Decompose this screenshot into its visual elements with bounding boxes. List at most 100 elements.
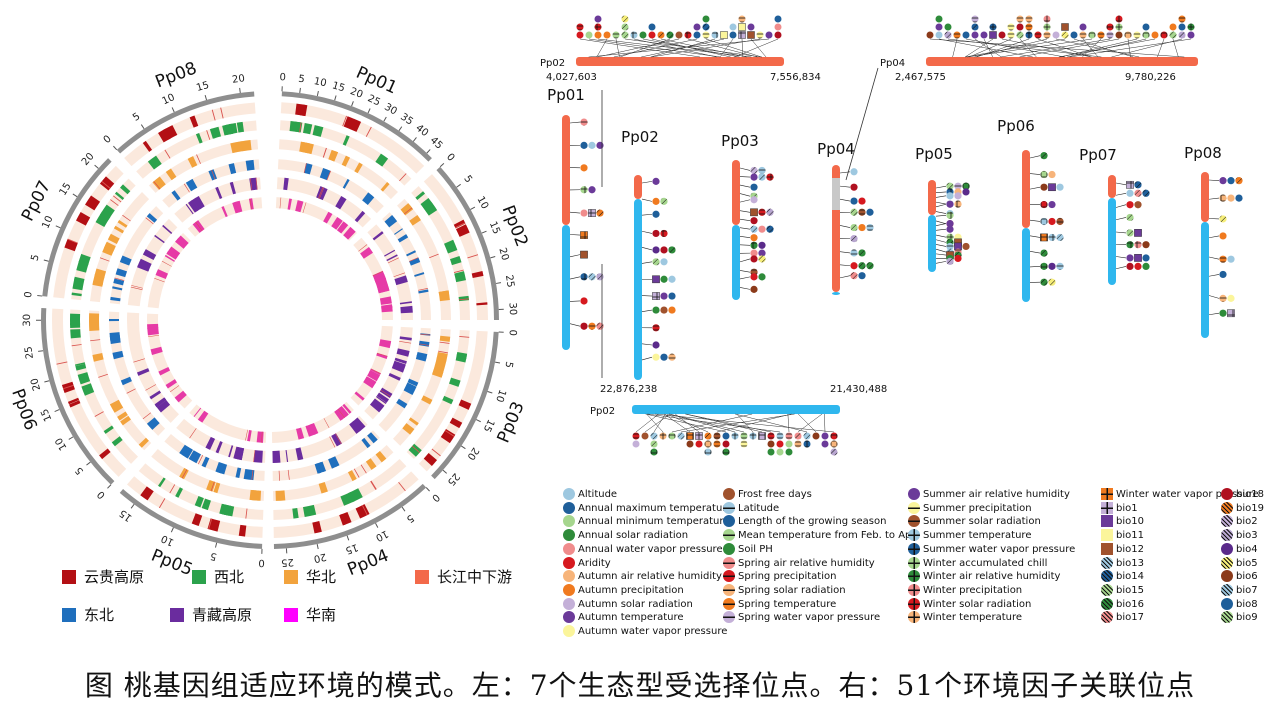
- axis-tick-label: 15: [481, 417, 496, 433]
- selection-block: [109, 399, 124, 413]
- environment-legend-item: Annual water vapor pressure: [563, 542, 723, 556]
- axis-tick: [442, 469, 448, 474]
- legend-label: Annual water vapor pressure: [578, 543, 723, 555]
- selection-block: [158, 367, 171, 376]
- selection-marker: [372, 271, 384, 276]
- selection-block: [140, 486, 154, 501]
- axis-tick-label: 45: [428, 135, 445, 152]
- association-marker-pattern: [850, 208, 858, 216]
- selection-block: [394, 357, 407, 364]
- chromosome-arm-lower: [928, 215, 936, 272]
- association-marker-pattern: [971, 23, 979, 31]
- environment-legend-item: bio6: [1221, 570, 1258, 583]
- association-marker-pattern: [704, 440, 712, 448]
- association-marker-pattern: [695, 432, 703, 440]
- axis-tick: [140, 124, 145, 130]
- legend-marker-icon: [723, 611, 735, 624]
- legend-swatch: [284, 608, 298, 622]
- legend-marker-icon: [908, 501, 920, 514]
- selection-block: [146, 213, 158, 223]
- circos-track-background: [423, 174, 488, 320]
- legend-label: Winter solar radiation: [923, 598, 1032, 610]
- association-marker: [750, 285, 758, 293]
- association-marker-pattern: [1115, 23, 1123, 31]
- axis-tick-label: 20: [496, 247, 510, 262]
- association-marker: [774, 15, 782, 23]
- association-marker-pattern: [1043, 31, 1051, 39]
- environment-legend-item: Autumn solar radiation: [563, 597, 693, 611]
- axis-tick-label: 0: [258, 557, 265, 568]
- selection-marker: [358, 244, 368, 252]
- selection-block: [386, 254, 398, 262]
- axis-tick-label: 0: [102, 134, 114, 146]
- association-marker: [702, 15, 710, 23]
- axis-tick: [316, 543, 319, 550]
- association-marker-pattern: [758, 173, 766, 181]
- selection-block: [228, 445, 234, 458]
- environment-legend-item: bio4: [1221, 542, 1258, 556]
- selection-block: [418, 289, 429, 294]
- association-marker: [944, 23, 952, 31]
- axis-tick-label: 10: [53, 435, 69, 452]
- association-link: [569, 276, 581, 280]
- association-link: [935, 191, 947, 194]
- selection-marker: [56, 361, 68, 365]
- association-link: [1037, 38, 1091, 58]
- association-marker: [738, 23, 746, 31]
- association-link: [735, 413, 808, 433]
- association-marker-pattern: [850, 249, 858, 257]
- selection-block: [119, 255, 132, 266]
- association-link: [935, 234, 947, 238]
- association-marker: [767, 448, 775, 456]
- association-marker: [668, 306, 676, 314]
- association-marker: [580, 322, 588, 330]
- environment-legend-item: Soil PH: [723, 542, 773, 556]
- association-marker-pattern: [954, 182, 962, 190]
- selection-block: [146, 417, 160, 430]
- chromosome-label: Pp02: [621, 128, 659, 146]
- ecotype-legend-item: 长江中下游: [415, 568, 512, 586]
- association-marker-pattern: [1097, 31, 1105, 39]
- association-marker-pattern: [1134, 181, 1142, 189]
- association-marker-pattern: [858, 208, 866, 216]
- association-marker-pattern: [711, 31, 719, 39]
- association-marker-pattern: [650, 440, 658, 448]
- selection-block: [408, 443, 422, 457]
- association-marker: [585, 31, 593, 39]
- selection-marker: [387, 257, 399, 264]
- association-link: [935, 203, 947, 208]
- association-marker-pattern: [1142, 189, 1150, 197]
- association-marker: [1048, 262, 1056, 270]
- selection-marker: [438, 350, 449, 354]
- selection-marker: [153, 181, 161, 190]
- selection-block: [395, 278, 408, 286]
- selection-marker: [419, 343, 430, 346]
- environment-legend-item: Autumn air relative humidity: [563, 570, 722, 583]
- association-marker: [758, 241, 766, 249]
- axis-tick-label: 20: [348, 86, 364, 101]
- selection-marker: [220, 107, 224, 119]
- selection-block: [381, 304, 393, 310]
- selection-block: [400, 305, 413, 314]
- selection-block: [337, 407, 347, 419]
- association-marker-pattern: [758, 432, 766, 440]
- circos-track-background: [148, 139, 259, 193]
- selection-block: [416, 352, 428, 359]
- association-link: [1029, 219, 1041, 222]
- axis-tick-label: 5: [298, 74, 306, 86]
- association-marker: [576, 31, 584, 39]
- chromosome-arm-upper: [928, 180, 936, 215]
- association-link: [1208, 256, 1220, 260]
- selection-marker: [101, 181, 111, 189]
- association-marker: [729, 23, 737, 31]
- association-link: [569, 211, 581, 214]
- selection-block: [70, 329, 81, 339]
- selection-marker: [439, 341, 450, 344]
- axis-tick: [481, 230, 487, 234]
- selection-block: [449, 377, 461, 387]
- chromosome-label: Pp08: [1184, 144, 1222, 162]
- chromosome-arm-lower: [732, 225, 740, 300]
- association-marker-pattern: [1040, 200, 1048, 209]
- environment-legend-item: Summer precipitation: [908, 501, 1032, 515]
- association-link: [739, 167, 751, 171]
